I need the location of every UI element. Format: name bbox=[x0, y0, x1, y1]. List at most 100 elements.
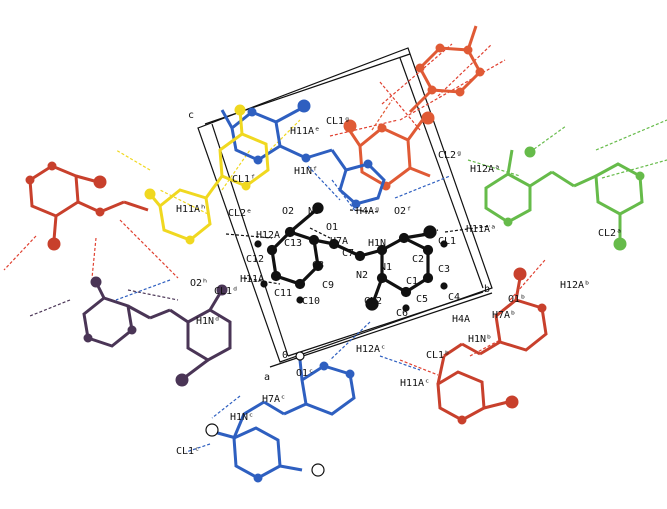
bond-4 bbox=[436, 355, 446, 385]
hbond-green-1 bbox=[467, 159, 521, 177]
bond-3 bbox=[443, 342, 463, 358]
atom-chlorine bbox=[613, 237, 627, 251]
hydrogen-bonds bbox=[3, 43, 667, 453]
atom-n1 bbox=[376, 244, 388, 256]
atom bbox=[216, 284, 228, 296]
atom bbox=[463, 45, 473, 55]
hbond-green-3 bbox=[601, 159, 667, 179]
label-h12a-a-top: H12Aᵃ bbox=[470, 164, 500, 175]
label-h4a: H4A bbox=[452, 314, 470, 325]
label-cl1: CL1 bbox=[438, 236, 456, 247]
atom bbox=[247, 107, 257, 117]
bond-1 bbox=[204, 175, 224, 199]
axis-label-a: a bbox=[264, 372, 270, 383]
atom-chlorine bbox=[421, 111, 435, 125]
bond-4 bbox=[506, 149, 514, 175]
label-cl2-e: CL2ᵉ bbox=[228, 208, 252, 219]
atom bbox=[185, 235, 195, 245]
label-c9: C9 bbox=[322, 280, 334, 291]
bond-1 bbox=[275, 106, 303, 124]
label-h11a: H11A bbox=[240, 274, 264, 285]
label-n3: N3 bbox=[308, 206, 320, 217]
hbond-blue-1 bbox=[307, 165, 341, 201]
atom-c5 bbox=[400, 286, 412, 298]
hbond-purple-1 bbox=[29, 299, 71, 317]
atom bbox=[635, 171, 645, 181]
hbond-red-4 bbox=[379, 81, 421, 131]
ring-center-orange bbox=[358, 126, 412, 188]
atom-cl1 bbox=[423, 225, 437, 239]
atom bbox=[90, 276, 102, 288]
label-h7a-b: H7Aᵇ bbox=[492, 310, 516, 321]
atom bbox=[47, 161, 57, 171]
unit-cell-inner-edge-right bbox=[399, 57, 484, 289]
atom-h bbox=[402, 304, 410, 312]
molecule-top-right-orange bbox=[408, 25, 485, 114]
hbond-blue-7 bbox=[185, 443, 211, 453]
bond-2 bbox=[263, 400, 285, 416]
atom-h bbox=[296, 296, 304, 304]
label-n2: N2 bbox=[356, 270, 368, 281]
hbond-purple-2 bbox=[127, 289, 179, 301]
molecule-green bbox=[484, 146, 645, 251]
label-h1n-d: H1Nᵈ bbox=[196, 316, 220, 327]
atom bbox=[435, 43, 445, 53]
bond-5 bbox=[298, 359, 304, 381]
bond-4 bbox=[123, 200, 149, 212]
atom bbox=[363, 159, 373, 169]
atom-chlorine bbox=[297, 99, 311, 113]
label-cl1-g: CL1ᵍ bbox=[326, 116, 350, 127]
label-h4a-g: H4Aᵍ bbox=[356, 206, 380, 217]
atom bbox=[95, 207, 105, 217]
bond-1 bbox=[479, 340, 501, 356]
hbond-red-10 bbox=[91, 237, 97, 279]
hbond-yellow-3 bbox=[159, 189, 209, 215]
label-h12a: H12A bbox=[256, 230, 280, 241]
bond-2 bbox=[409, 166, 431, 178]
atom-chlorine bbox=[343, 119, 357, 133]
bond-5 bbox=[220, 109, 234, 129]
label-h1n-c: H1Nᶜ bbox=[230, 412, 254, 423]
molecule-upper-blue bbox=[220, 99, 386, 209]
molecule-central-black bbox=[254, 202, 448, 312]
label-h12a-b: H12Aᵇ bbox=[560, 280, 590, 291]
atom-o1 bbox=[312, 202, 324, 214]
hbond-yellow-2 bbox=[269, 119, 301, 151]
label-cl1-c: CL1ᶜ bbox=[176, 446, 200, 457]
label-c10: C10 bbox=[302, 296, 320, 307]
label-h7a-c: H7Aᶜ bbox=[262, 394, 286, 405]
atom bbox=[524, 146, 536, 158]
atom-c3 bbox=[422, 244, 434, 256]
bond-5 bbox=[183, 358, 209, 380]
label-c7: C7 bbox=[342, 248, 354, 259]
label-o1-b: O1ᵇ bbox=[508, 294, 526, 305]
atom bbox=[427, 85, 437, 95]
hbond-blue-4 bbox=[115, 279, 171, 301]
hbond-green-2 bbox=[595, 119, 667, 151]
atom-h bbox=[440, 240, 448, 248]
atom bbox=[351, 199, 361, 209]
label-c12: C12 bbox=[246, 254, 264, 265]
bond-2 bbox=[461, 342, 481, 356]
atom-cl2 bbox=[365, 297, 379, 311]
ring-green-1 bbox=[484, 172, 532, 224]
atom-h bbox=[254, 240, 262, 248]
label-h11a-e: H11Aᵉ bbox=[290, 126, 320, 137]
bond-5 bbox=[483, 400, 509, 410]
atom-c10 bbox=[294, 278, 306, 290]
atom-c4 bbox=[422, 272, 434, 284]
molecule-lower-blue bbox=[205, 351, 356, 483]
label-h1n: H1N bbox=[368, 238, 386, 249]
atom-c2 bbox=[398, 232, 410, 244]
atom-chlorine-open bbox=[311, 463, 325, 477]
atom bbox=[144, 188, 156, 200]
label-h1n-f: H1Nᶠ bbox=[294, 166, 318, 177]
label-cl2-a: CL2ᵃ bbox=[598, 228, 622, 239]
atom bbox=[537, 303, 547, 313]
atom bbox=[127, 325, 137, 335]
ring-lower-right-red-2 bbox=[436, 370, 486, 422]
label-o1-c: O1ᶜ bbox=[296, 368, 314, 379]
atom-c6 bbox=[376, 272, 388, 284]
label-o2-h: O2ʰ bbox=[190, 278, 208, 289]
